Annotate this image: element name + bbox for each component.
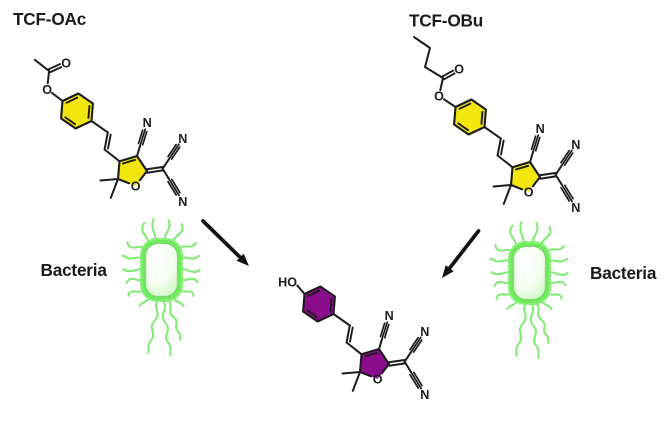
- svg-text:O: O: [434, 90, 444, 104]
- svg-text:TCF-OAc: TCF-OAc: [13, 9, 87, 29]
- svg-text:O: O: [42, 83, 52, 97]
- svg-text:O: O: [61, 57, 71, 71]
- svg-text:O: O: [454, 63, 464, 77]
- svg-text:HO: HO: [278, 276, 297, 290]
- svg-text:Bacteria: Bacteria: [41, 260, 108, 280]
- svg-text:Bacteria: Bacteria: [590, 263, 657, 283]
- svg-text:TCF-OBu: TCF-OBu: [409, 11, 483, 31]
